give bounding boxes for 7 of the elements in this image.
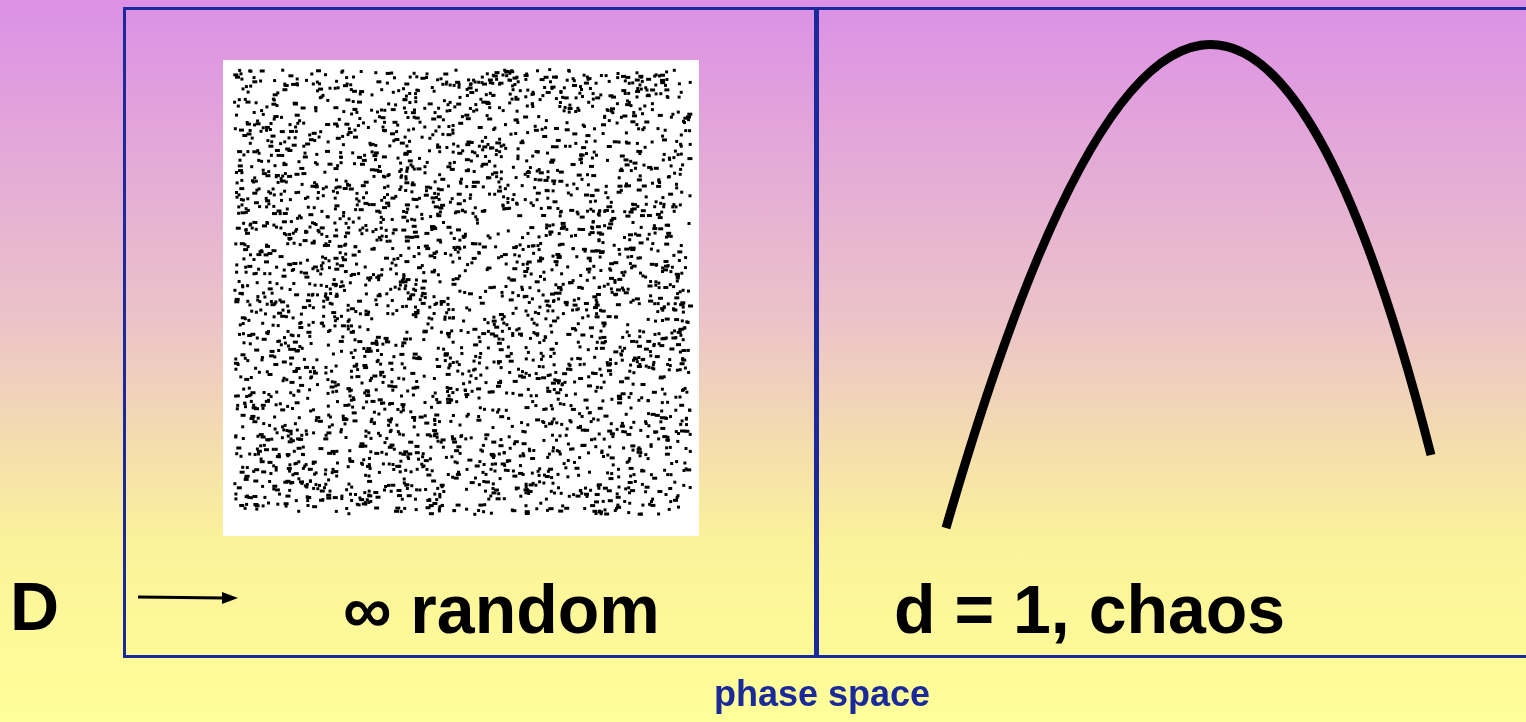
variable-label: D [10,572,60,640]
panel [123,7,817,658]
panel-title: ∞ random [343,575,660,643]
panel-title: d = 1, chaos [894,575,1286,643]
panel [816,7,1526,658]
random-dots-picture [223,60,699,536]
axis-caption: phase space [714,676,931,712]
